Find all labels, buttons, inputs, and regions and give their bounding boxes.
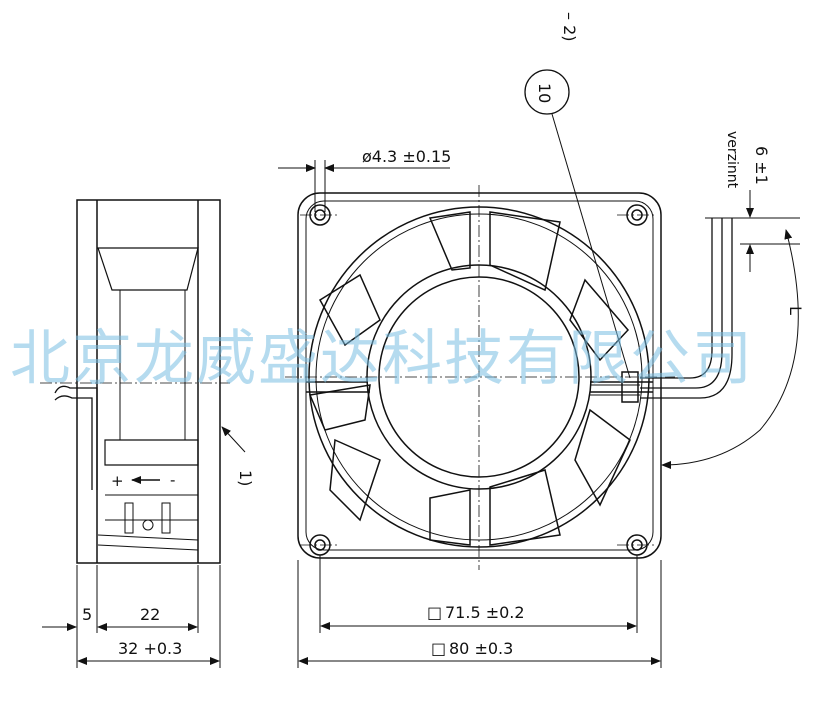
lead-length-label: L (786, 306, 805, 315)
side-strut (124, 502, 134, 534)
depth-front-label: 5 (82, 605, 92, 624)
fan-blade (489, 211, 561, 292)
dim-arc-lead-length (661, 229, 799, 469)
hole-dia-label: ø4.3 ±0.15 (362, 147, 451, 166)
side-hub-outline (97, 247, 199, 291)
fan-blade (428, 211, 471, 271)
square-symbol: □ (427, 603, 442, 622)
side-wire (54, 395, 93, 490)
depth-total-label: 32 +0.3 (118, 639, 182, 658)
side-frame (76, 199, 221, 564)
lead-wire (640, 218, 713, 379)
fan-blade (318, 273, 381, 347)
lead-wire (640, 218, 723, 389)
hole-spacing-label: 71.5 ±0.2 (445, 603, 525, 622)
depth-body-label: 22 (140, 605, 160, 624)
side-wire (54, 385, 98, 490)
square-symbol: □ (431, 639, 446, 658)
cable-clip (621, 371, 639, 403)
wire-strip-label: 6 ±1 (752, 146, 771, 185)
fan-blade (329, 438, 381, 522)
fan-blade (574, 408, 631, 507)
dimension-lines (42, 69, 800, 668)
cable-clip-inner (590, 384, 640, 396)
callout-10-label: 10 (535, 83, 554, 103)
front-view (297, 192, 740, 559)
side-strut (161, 502, 171, 534)
tin-note: verzinnt (724, 131, 740, 189)
polarity-minus: - (170, 471, 175, 489)
center-lines (40, 185, 675, 570)
side-hub-lower (104, 439, 199, 466)
callout-2-label: – 2) (560, 12, 579, 42)
fan-blade (308, 384, 371, 431)
fan-frame-inner (305, 200, 654, 551)
polarity-plus: + (111, 472, 124, 490)
lead-wire (640, 218, 733, 399)
callout-1-label: 1) (236, 470, 255, 486)
side-view (54, 199, 221, 564)
leader-line (551, 113, 631, 379)
fan-blade (569, 278, 630, 362)
outer-size-label: 80 ±0.3 (449, 639, 513, 658)
fan-blade (429, 489, 471, 546)
side-hatch (97, 534, 199, 551)
fan-blade (489, 469, 561, 546)
side-axis (142, 519, 154, 531)
callout-circle (524, 69, 570, 115)
fan-frame-outer (297, 192, 662, 559)
leader-line (221, 426, 246, 453)
